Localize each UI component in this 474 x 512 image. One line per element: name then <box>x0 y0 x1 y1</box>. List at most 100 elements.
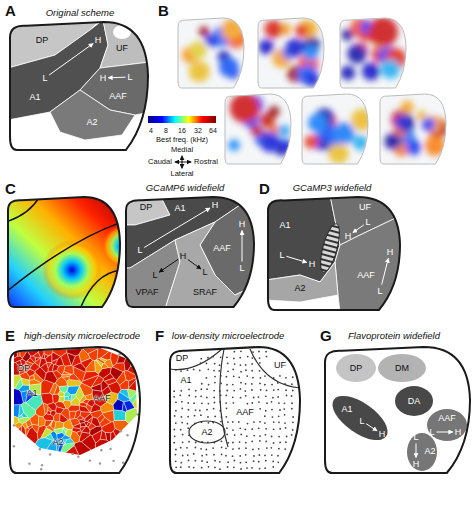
electrode-site <box>259 408 261 410</box>
field-region <box>335 215 402 312</box>
response-blob <box>368 17 398 47</box>
cortical-field: UF <box>273 360 287 371</box>
gradient-end: L <box>42 74 47 83</box>
cortical-field: A2 <box>423 446 437 457</box>
recording-site <box>101 402 114 413</box>
electrode-site <box>195 442 197 444</box>
unresponsive-site <box>112 460 114 462</box>
electrode-site <box>239 357 241 359</box>
electrode-site <box>285 441 287 443</box>
electrode-site <box>182 434 184 436</box>
response-blob <box>395 115 409 129</box>
gradient-end: L <box>377 287 382 296</box>
electrode-site <box>206 461 208 463</box>
unresponsive-site <box>13 445 15 447</box>
electrode-site <box>207 403 209 405</box>
recording-site <box>59 396 65 402</box>
response-blob <box>328 143 349 164</box>
cortex-outline <box>10 22 148 150</box>
electrode-site <box>227 461 229 463</box>
electrode-site <box>200 448 202 450</box>
unresponsive-site <box>40 468 42 470</box>
electrode-site <box>258 448 260 450</box>
field-label: DA <box>408 397 421 406</box>
electrode-site <box>221 446 223 448</box>
recording-site <box>69 411 76 420</box>
electrode-site <box>175 422 177 424</box>
cortex-outline <box>325 347 470 473</box>
electrode-site <box>188 466 190 468</box>
recording-site <box>113 399 123 410</box>
recording-site <box>105 378 117 385</box>
electrode-site <box>188 389 190 391</box>
electrode-site <box>265 428 267 430</box>
panel-title: high-density microelectrode <box>24 331 140 341</box>
recording-site <box>63 427 67 432</box>
electrode-site <box>259 421 261 423</box>
electrode-site <box>259 370 261 372</box>
figure-panel: B <box>152 0 474 180</box>
electrode-site <box>213 390 215 392</box>
electrode-site <box>188 459 190 461</box>
electrode-site <box>266 402 268 404</box>
electrode-site <box>207 368 209 370</box>
field-blob <box>427 409 467 441</box>
electrode-site <box>227 363 229 365</box>
response-blob <box>422 117 436 131</box>
electrode-site <box>213 454 215 456</box>
electrode-site <box>225 447 227 449</box>
recording-site <box>10 375 21 389</box>
field-label: AAF <box>236 408 254 417</box>
electrode-site <box>201 402 203 404</box>
electrode-site <box>251 363 253 365</box>
cortical-field: AAF <box>212 243 232 254</box>
clipped-map <box>124 195 256 309</box>
tonotopic-map <box>380 94 448 164</box>
electrode-site <box>240 388 242 390</box>
response-blob <box>396 114 415 133</box>
electrode-site <box>206 409 208 411</box>
unresponsive-site <box>109 448 111 450</box>
field-blob <box>395 386 433 416</box>
electrode-site <box>195 396 197 398</box>
electrode-site <box>277 389 279 391</box>
gradient-end: L <box>127 73 132 82</box>
electrode-site <box>271 409 273 411</box>
response-blob <box>295 24 309 38</box>
cortex-outline <box>8 197 120 307</box>
electrode-site <box>232 402 234 404</box>
colorbar-tick: 8 <box>164 127 168 134</box>
response-blob <box>260 132 281 153</box>
compass-label: Lateral <box>171 170 194 178</box>
electrode-site <box>245 369 247 371</box>
electrode-site <box>232 369 234 371</box>
response-blob <box>362 62 380 80</box>
electrode-site <box>240 433 242 435</box>
recording-site <box>20 347 28 358</box>
electrode-site <box>232 384 234 386</box>
field-label: UF <box>116 44 128 53</box>
electrode-site <box>251 428 253 430</box>
gradient-end: L <box>429 428 434 437</box>
response-blob <box>219 57 239 77</box>
response-blob <box>206 35 218 47</box>
gradient-end: L <box>413 433 418 442</box>
electrode-site <box>247 356 249 358</box>
cortical-field: AAF <box>235 407 255 418</box>
field-label: UF <box>359 203 371 212</box>
unresponsive-site <box>28 462 30 464</box>
recording-site <box>70 419 80 427</box>
electrode-site <box>240 462 242 464</box>
electrode-site <box>266 389 268 391</box>
recording-site <box>86 360 95 372</box>
response-blob <box>303 46 318 61</box>
electrode-site <box>182 441 184 443</box>
colorbar-tick: 4 <box>149 127 153 134</box>
electrode-site <box>227 421 229 423</box>
electrode-site <box>291 434 293 436</box>
figure-panel: GFlavoprotein widefieldDPDMA1DAAAFA2 <box>315 325 474 480</box>
electrode-site <box>206 388 208 390</box>
field-blob <box>336 354 376 382</box>
panel-letter: D <box>259 181 270 196</box>
recording-site <box>30 363 40 372</box>
